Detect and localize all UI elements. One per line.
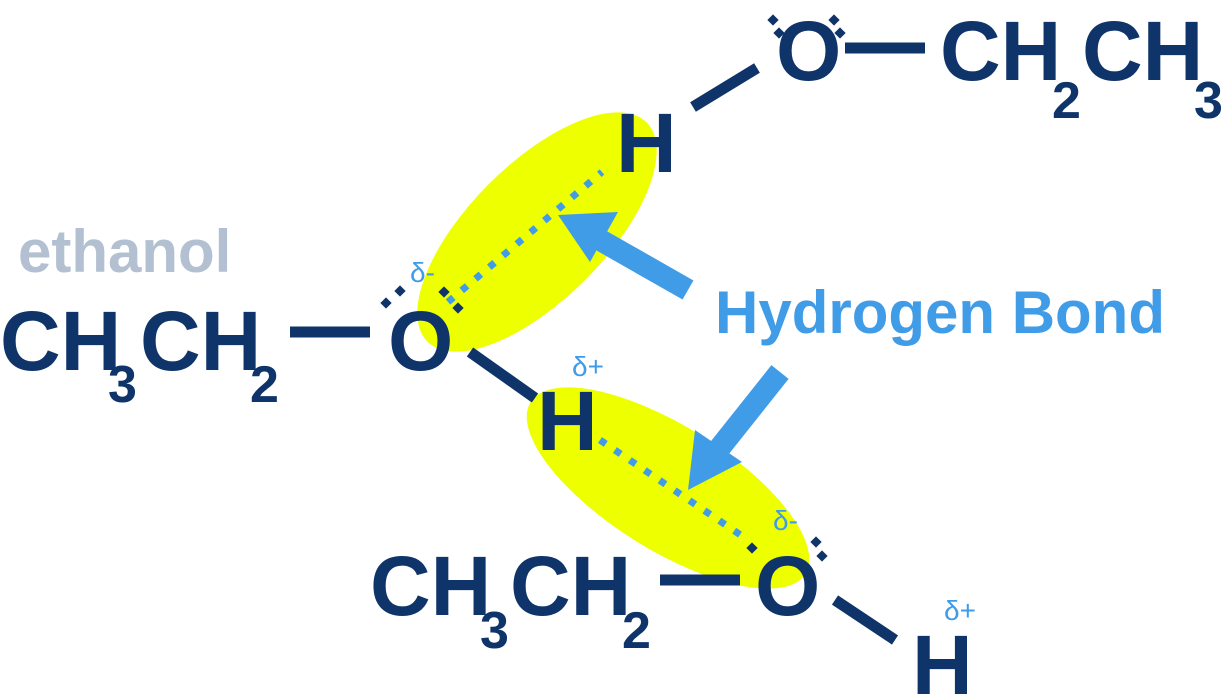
hydrogen-bond-1 — [445, 169, 605, 305]
molecule-label: ethanol — [18, 218, 231, 285]
atom-oxygen-bottom: O — [755, 539, 820, 633]
subscript-2: 2 — [1052, 72, 1081, 130]
atom-oxygen-middle: O — [388, 294, 453, 388]
partial-charge-negative: δ- — [410, 257, 435, 288]
arrow-icon — [558, 212, 694, 300]
group-ch2: CH — [940, 4, 1061, 98]
hbond-highlight-2 — [526, 387, 810, 589]
subscript-3: 3 — [108, 356, 137, 414]
hydrogen-bond-label: Hydrogen Bond — [715, 279, 1165, 346]
group-ch2: CH — [510, 539, 631, 633]
covalent-bonds — [290, 42, 925, 645]
atom-oxygen-top: O — [776, 4, 841, 98]
subscript-3: 3 — [1194, 72, 1223, 130]
group-ch3: CH — [1082, 4, 1203, 98]
subscript-3: 3 — [480, 602, 509, 660]
subscript-2: 2 — [250, 356, 279, 414]
partial-charge-positive: δ+ — [572, 351, 604, 382]
hbond-highlight-1 — [417, 112, 657, 352]
group-ch3: CH — [370, 539, 491, 633]
partial-charge-negative: δ- — [773, 505, 798, 536]
group-ch2: CH — [140, 294, 261, 388]
group-ch3: CH — [0, 294, 121, 388]
hydrogen-bond-2 — [598, 437, 750, 543]
partial-charge-positive: δ+ — [944, 595, 976, 626]
subscript-2: 2 — [622, 602, 651, 660]
arrow-icon — [688, 365, 789, 490]
atom-hydrogen-bottom: H — [912, 618, 973, 698]
atom-hydrogen-middle: H — [537, 374, 598, 468]
atom-hydrogen-top: H — [616, 96, 677, 190]
